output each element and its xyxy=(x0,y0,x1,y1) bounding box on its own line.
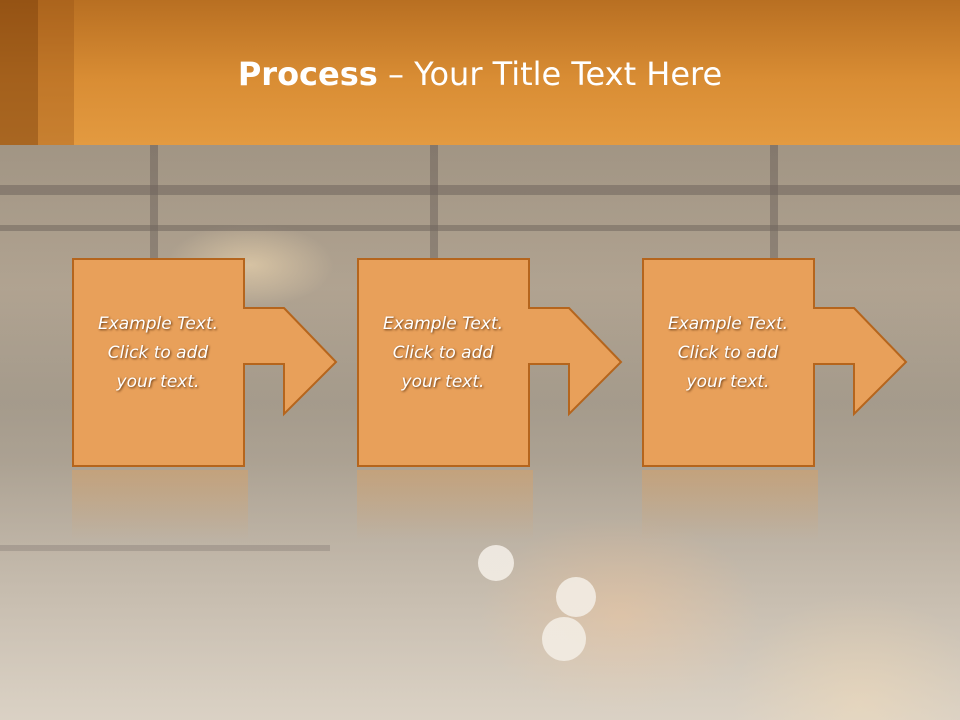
step-text-line: your text. xyxy=(116,372,200,392)
step-arrow-shape xyxy=(357,258,623,467)
step-text-line: Example Text. xyxy=(382,314,504,334)
title-bar-accent xyxy=(0,0,38,145)
step-text-line: Example Text. xyxy=(667,314,789,334)
step-reflection xyxy=(357,470,533,540)
slide-title[interactable]: Process – Your Title Text Here xyxy=(0,52,960,96)
step-text-line: your text. xyxy=(401,372,485,392)
title-bold: Process xyxy=(237,55,378,93)
step-reflection xyxy=(72,470,248,540)
title-bar-accent xyxy=(38,0,74,145)
step-text-line: your text. xyxy=(686,372,770,392)
process-step-3[interactable]: Example Text. Click to add your text. xyxy=(642,258,912,468)
step-text[interactable]: Example Text. Click to add your text. xyxy=(642,310,814,397)
step-arrow-shape xyxy=(72,258,338,467)
step-text-line: Click to add xyxy=(677,343,779,363)
step-text-line: Click to add xyxy=(107,343,209,363)
title-text: – Your Title Text Here xyxy=(377,55,723,93)
step-text-line: Example Text. xyxy=(97,314,219,334)
title-bar: Process – Your Title Text Here xyxy=(0,0,960,145)
step-arrow-shape xyxy=(642,258,908,467)
step-text-line: Click to add xyxy=(392,343,494,363)
process-step-1[interactable]: Example Text. Click to add your text. xyxy=(72,258,342,468)
step-reflection xyxy=(642,470,818,540)
step-text[interactable]: Example Text. Click to add your text. xyxy=(357,310,529,397)
process-step-2[interactable]: Example Text. Click to add your text. xyxy=(357,258,627,468)
step-text[interactable]: Example Text. Click to add your text. xyxy=(72,310,244,397)
